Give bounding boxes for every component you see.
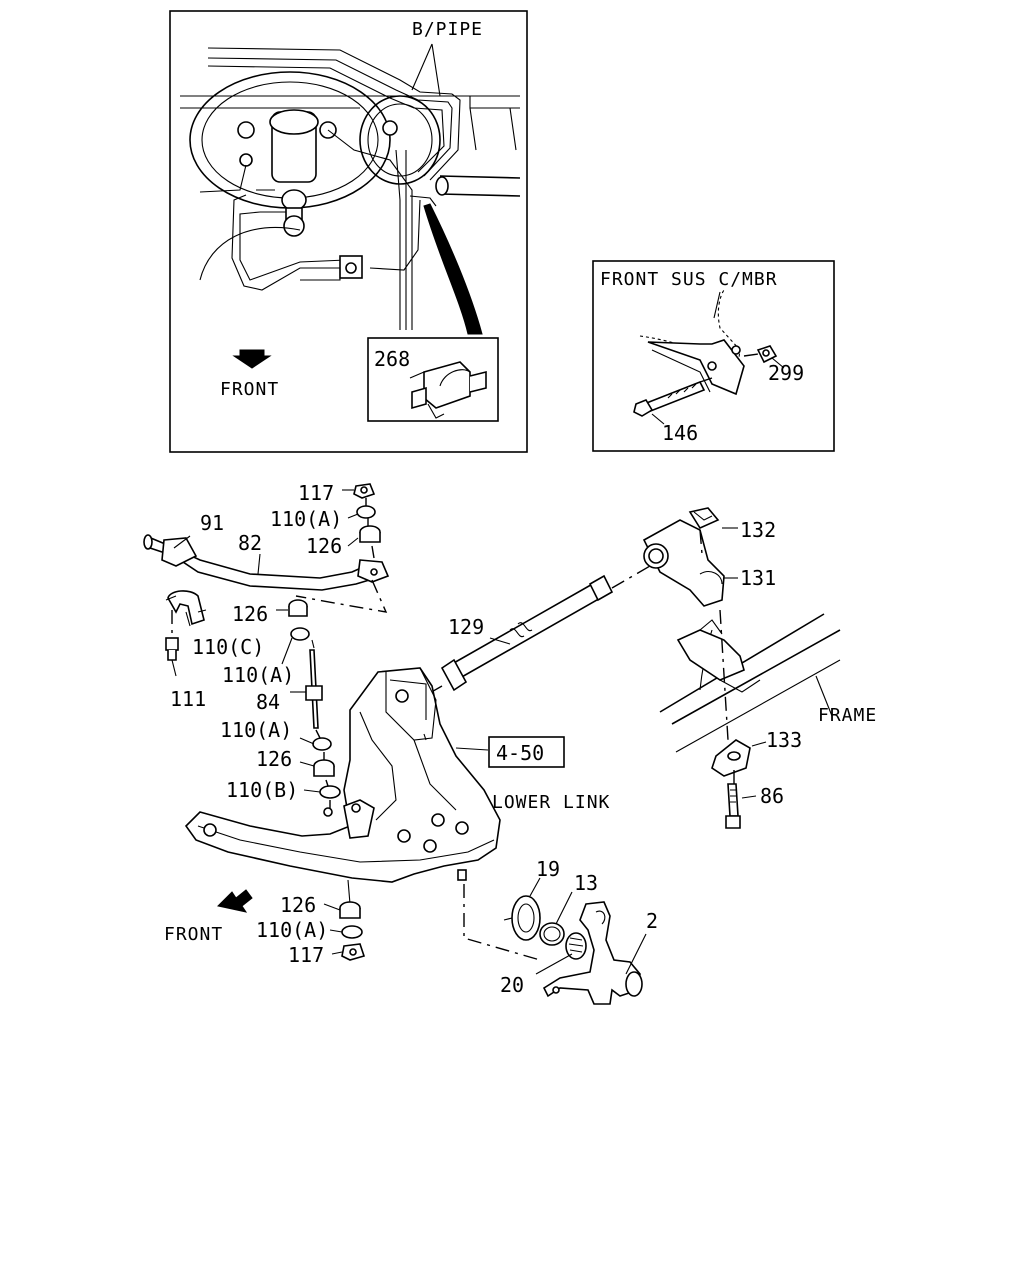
part-number-268: 268 [374,347,410,371]
nut-117-top [353,483,376,499]
part-number-84: 84 [256,690,280,714]
main-front-label: FRONT [164,924,223,945]
bushing-126-mid [288,599,308,617]
frame-rail [659,613,841,753]
lower-link [184,667,501,883]
part-number-126-mid: 126 [232,602,268,626]
part-number-146: 146 [662,421,698,445]
part-number-91: 91 [200,511,224,535]
brake-inset-frame [169,10,528,453]
part-number-126-top: 126 [306,534,342,558]
cap-132 [688,507,720,530]
brake-pipe-inset: B/PIPE 268 FRONT [169,10,528,453]
part-number-117-bot: 117 [288,943,324,967]
washer-110A-top [356,505,376,519]
washer-110A-mid [290,627,310,641]
crossmember-inset: FRONT SUS C/MBR 299 146 [592,260,835,452]
brake-pipe-label: B/PIPE [412,19,483,40]
part-number-131: 131 [740,566,776,590]
brake-booster [189,71,441,237]
adjuster-133 [711,739,751,777]
bushing-126-low [313,759,335,777]
part-number-132: 132 [740,518,776,542]
washer-110A-bot [341,925,363,939]
part-number-2: 2 [646,909,658,933]
crossmember-title: FRONT SUS C/MBR [600,269,778,290]
part-number-133: 133 [766,728,802,752]
part-number-110A-bot: 110(A) [256,918,328,942]
nut-299 [743,345,778,364]
nut-117-bot [341,943,366,961]
clip-detail-box [367,337,499,422]
bolt-146 [633,377,713,417]
main-front-arrow-icon [216,889,253,913]
main-assembly: 4-50 LOWER LINK FRONT [143,481,877,1005]
stabilizer-bracket [165,590,207,626]
front-arrow-icon [232,349,272,369]
knuckle-2 [542,901,643,1005]
bushing-126-top [359,525,381,543]
crossmember-bracket [639,289,745,396]
crossmember-inset-frame [592,260,835,452]
part-number-126-low: 126 [256,747,292,771]
lower-link-label: LOWER LINK [492,792,610,813]
bolt-86 [725,783,741,829]
part-number-20: 20 [500,973,524,997]
part-number-19: 19 [536,857,560,881]
brake-pipe-clip [409,361,487,419]
reference-4-50: 4-50 [496,741,544,765]
ring-13 [539,922,565,946]
part-number-110A-top: 110(A) [270,507,342,531]
brake-front-label: FRONT [220,379,279,400]
torsion-bar [440,574,614,692]
stabilizer-bar [143,534,390,591]
part-number-129: 129 [448,615,484,639]
part-number-110A-mid: 110(A) [222,663,294,687]
part-number-86: 86 [760,784,784,808]
part-number-110A-low: 110(A) [220,718,292,742]
bushing-126-bot [339,901,361,919]
part-number-13: 13 [574,871,598,895]
callout-wedge [423,203,483,335]
part-number-111: 111 [170,687,206,711]
part-number-126-bot: 126 [280,893,316,917]
reference-box [488,736,565,768]
part-number-299: 299 [768,361,804,385]
bolt-111 [165,637,179,661]
part-number-110B: 110(B) [226,778,298,802]
washer-110B [319,785,341,799]
link-bolt-84 [305,639,323,729]
part-number-117-top: 117 [298,481,334,505]
washer-110A-low [312,737,332,751]
bearing-20 [565,932,587,960]
seal-19 [503,895,541,941]
frame-label: FRAME [818,705,877,726]
part-number-82: 82 [238,531,262,555]
part-number-110C: 110(C) [192,635,264,659]
anchor-arm [642,519,725,607]
